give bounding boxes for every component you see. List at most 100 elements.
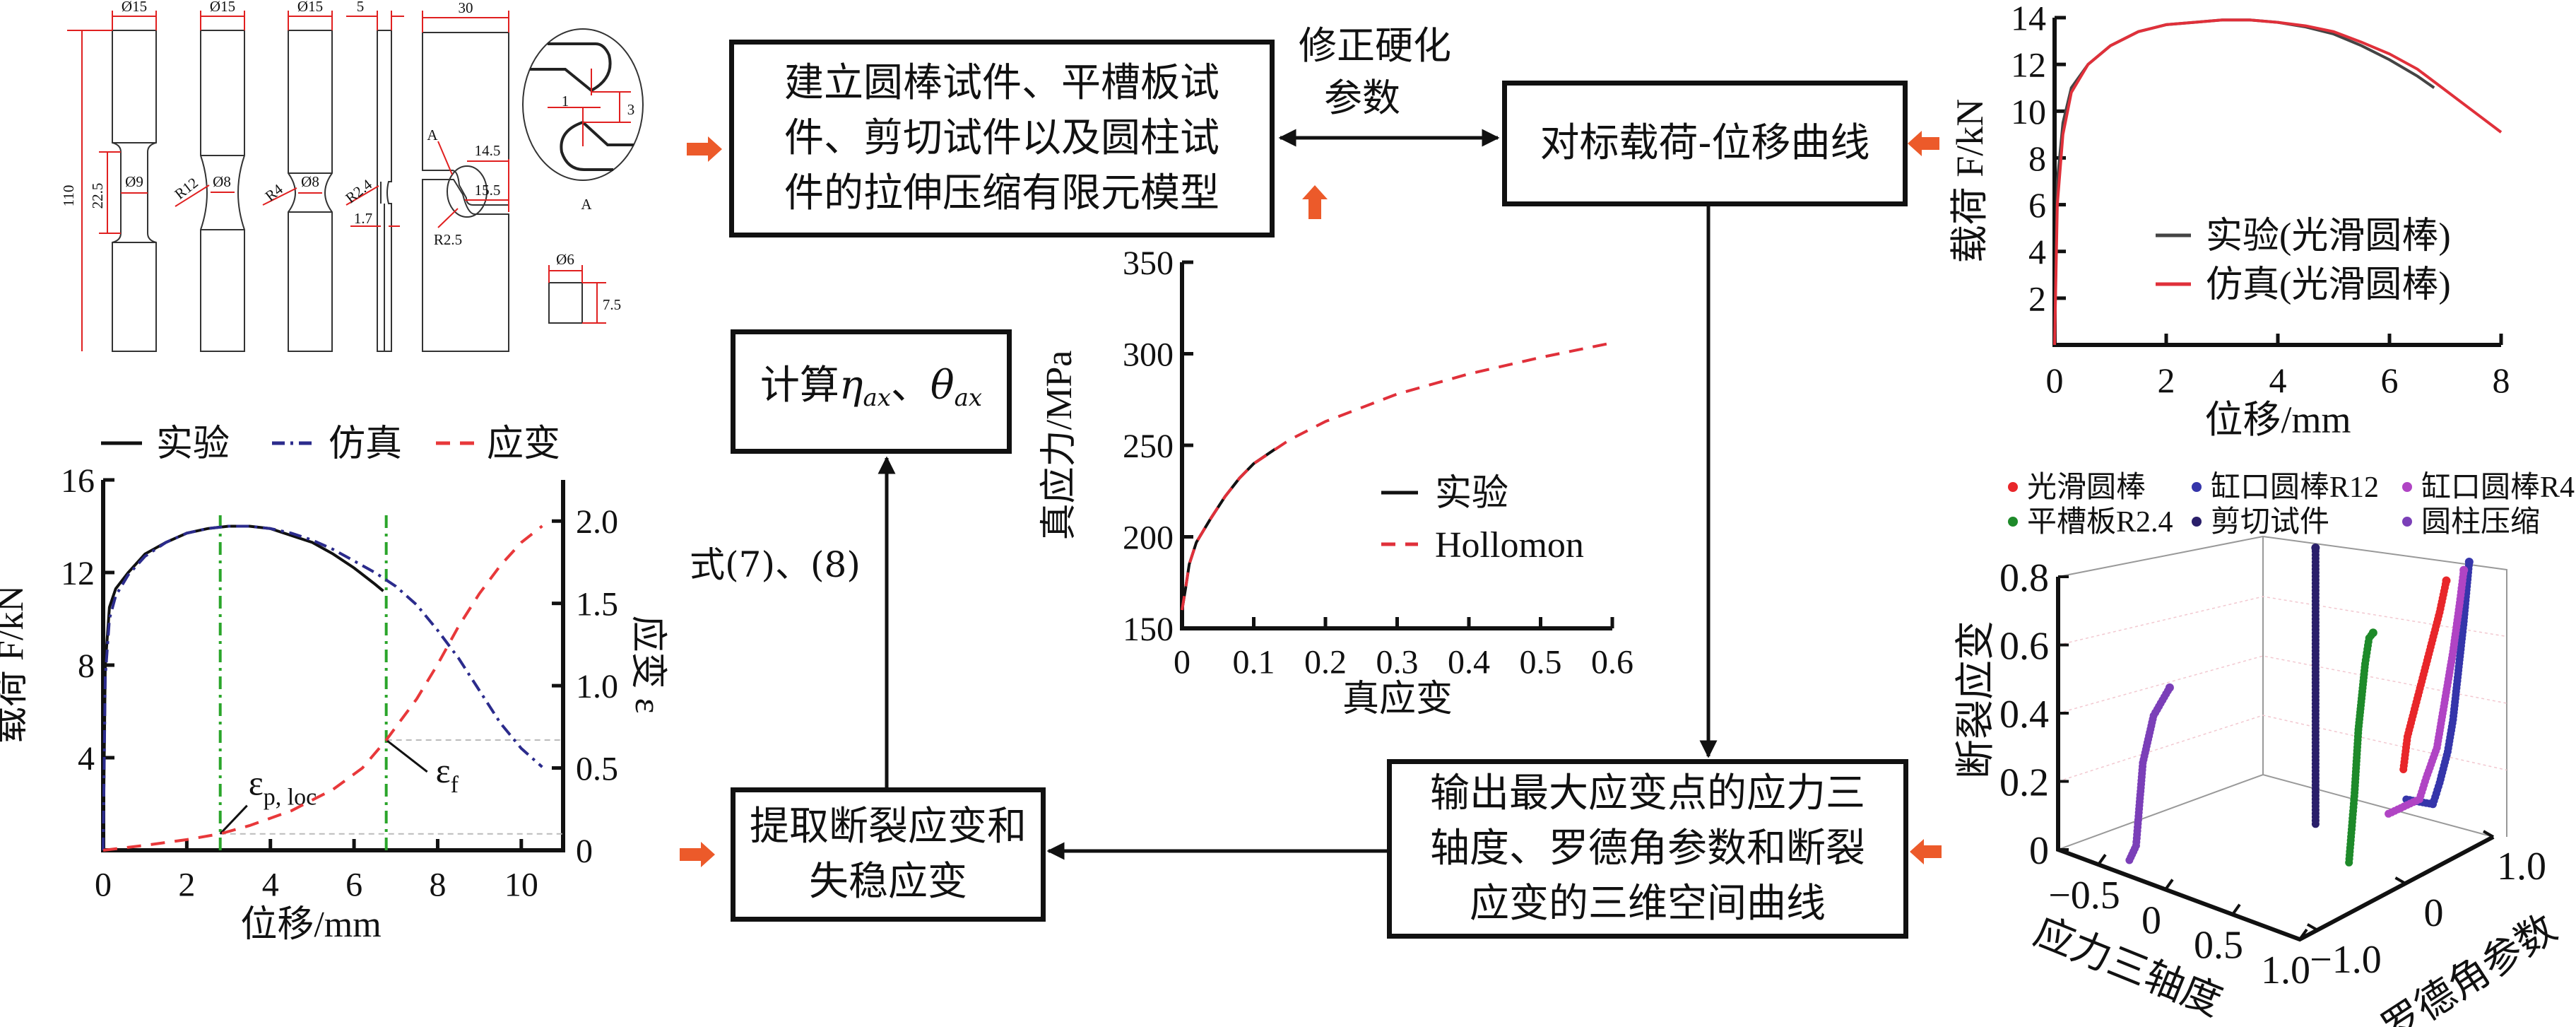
y-tick-label: 250: [1123, 428, 1174, 465]
x-tick-label: −0.5: [2048, 874, 2120, 917]
y-axis-label: 罗德角参数: [2375, 907, 2565, 1027]
extract-box-line: 提取断裂应变和: [750, 804, 1027, 850]
shear-specimen: [422, 32, 509, 352]
z-tick-label: 0.8: [1999, 556, 2049, 600]
x-tick: [2097, 854, 2107, 866]
y-tick-label: 8: [2028, 139, 2046, 178]
series-line-1: [2053, 18, 2503, 346]
y-tick-label: 350: [1123, 245, 1174, 282]
x-tick-label: 0.1: [1233, 643, 1275, 681]
legend-label: 应变: [487, 424, 560, 464]
detail-a-notch: [530, 42, 634, 171]
legend-marker: [2008, 482, 2018, 492]
data-point: [2459, 565, 2469, 575]
dim-label: Ø8: [301, 173, 319, 190]
legend-label: 仿真: [329, 424, 402, 464]
z-tick-label: 0.4: [1999, 693, 2049, 736]
dimension-labels: Ø15 Ø15 Ø15 5 30 110 22.5 Ø9 R12 Ø8 R4 Ø…: [60, 0, 634, 313]
compare-box: 对标载荷-位移曲线: [1502, 81, 1908, 206]
series-points-3: [2345, 628, 2377, 867]
y-axis-label: 载荷 F/kN: [0, 585, 31, 744]
y-tick-label: 4: [2028, 232, 2046, 271]
x-tick-label: 2: [2158, 360, 2175, 400]
detail-a-circle: [522, 28, 644, 181]
z-tick-label: 0.2: [1999, 761, 2049, 805]
orange-arrow-right-icon: [687, 136, 722, 162]
dim-label: 3: [627, 101, 635, 118]
data-point: [2464, 557, 2474, 566]
model-box-line: 件的拉伸压缩有限元模型: [784, 170, 1219, 216]
y-tick-label: 12: [61, 555, 95, 592]
dimension-lines: [67, 11, 631, 351]
model-box-line: 建立圆棒试件、平槽板试: [784, 60, 1219, 106]
y2-tick-label: 0: [576, 833, 593, 870]
orange-arrows: [680, 131, 1942, 867]
legend-label: 剪切试件: [2211, 506, 2329, 539]
annotation-label: εf: [436, 751, 459, 798]
data-point: [2311, 543, 2320, 552]
model-box-line: 件、剪切试件以及圆柱试: [784, 115, 1219, 161]
series-points-4: [2311, 543, 2320, 828]
dim-label: 110: [60, 185, 77, 207]
formula-label: 式(7)、(8): [690, 544, 861, 585]
dim-label: Ø15: [210, 0, 235, 15]
theta-subscript: ax: [954, 383, 983, 412]
x-tick-label: 6: [2381, 360, 2399, 400]
axis-lines: [101, 480, 565, 852]
y-tick: [2483, 830, 2494, 838]
legend-label: 光滑圆棒: [2027, 471, 2146, 504]
y-tick: [2306, 923, 2318, 932]
dim-label: 30: [459, 0, 473, 16]
x-tick-label: 10: [504, 866, 538, 903]
y-tick-label: 14: [2011, 0, 2046, 38]
model-box: 建立圆棒试件、平槽板试 件、剪切试件以及圆柱试 件的拉伸压缩有限元模型: [729, 40, 1275, 237]
calc-sep: 、: [890, 362, 930, 409]
axis-lines: [1180, 262, 1612, 630]
legend-marker: [2008, 517, 2018, 527]
data-point: [2165, 683, 2174, 692]
legend-label: 仿真(光滑圆棒): [2206, 265, 2451, 305]
eta-subscript: ax: [863, 383, 891, 412]
orange-arrow-left-icon: [1908, 131, 1939, 156]
eta-symbol: η: [839, 362, 863, 409]
dim-label: A: [427, 127, 438, 143]
dim-label: Ø15: [122, 0, 147, 15]
x-axis-label: 位移/mm: [2204, 399, 2351, 441]
orange-arrow-up-icon: [1302, 185, 1328, 219]
specimen-drawing: Ø15 Ø15 Ø15 5 30 110 22.5 Ø9 R12 Ø8 R4 Ø…: [60, 0, 644, 352]
output-box: 输出最大应变点的应力三 轴度、罗德角参数和断裂 应变的三维空间曲线: [1387, 759, 1908, 939]
y-tick-label: 6: [2028, 185, 2046, 225]
series-line-0: [1181, 447, 1277, 611]
detail-a-marker: [447, 165, 488, 218]
y-tick-label: 10: [2011, 92, 2046, 131]
x-tick-label: 0.5: [2194, 924, 2243, 968]
notched-bar-r12-specimen: [200, 30, 245, 352]
dim-label: 5: [357, 0, 365, 15]
legend-label: Hollomon: [1435, 525, 1584, 565]
annotation-subscript: p, loc: [264, 785, 317, 811]
y-tick-label: 16: [61, 462, 95, 500]
series-line-1: [1181, 341, 1613, 611]
legend-label: 圆柱压缩: [2421, 506, 2540, 539]
series-points-0: [2399, 576, 2451, 773]
dim-label: Ø15: [297, 0, 323, 15]
y-axis-label: 载荷 F/kN: [1949, 99, 1991, 264]
dim-label: R12: [172, 174, 201, 202]
correct-label-line: 参数: [1324, 76, 1400, 120]
y-tick-label: 0: [2423, 891, 2443, 935]
legend-marker: [2192, 517, 2202, 527]
x-tick-label: 0.5: [1520, 643, 1562, 681]
cylinder-specimen: [548, 282, 583, 324]
annotation-leader: [385, 739, 428, 773]
x-axis-label: 真应变: [1342, 679, 1453, 720]
x-tick-label: 0: [1174, 643, 1190, 681]
dim-label: R4: [262, 180, 286, 204]
x-tick-label: 6: [345, 866, 362, 903]
z-tick-label: 0.6: [1999, 625, 2049, 669]
legend-label: 平槽板R2.4: [2027, 506, 2173, 539]
y-axis-label: 真应力/MPa: [1039, 351, 1080, 541]
y-tick-label: 150: [1123, 611, 1174, 648]
orange-arrow-right-icon: [680, 842, 715, 867]
